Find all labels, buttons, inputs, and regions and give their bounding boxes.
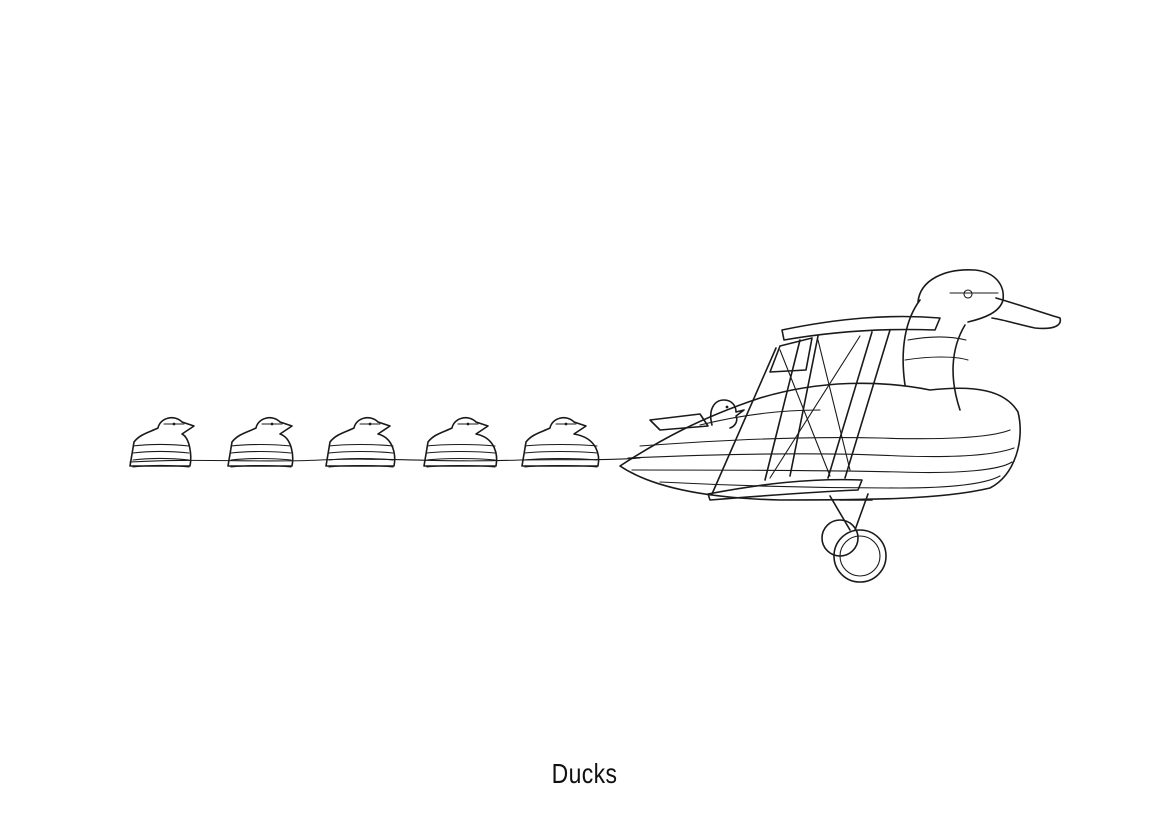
rigging-wire [780, 350, 830, 476]
body-stripe [628, 448, 1014, 458]
decoy-duck [326, 418, 395, 467]
duck-eye [964, 290, 972, 298]
wheel-rear [822, 520, 858, 556]
tail-fin [650, 414, 708, 430]
decoy-duck [522, 418, 599, 467]
upper-wing [782, 317, 940, 341]
wheel-hub [840, 536, 880, 576]
cockpit-rim [700, 410, 820, 425]
decoy-duck [130, 418, 194, 467]
rigging-wire [818, 340, 850, 470]
lower-wing [708, 480, 862, 500]
neck-stripe [905, 357, 968, 360]
decoy-duck [424, 418, 497, 467]
wheel-front [834, 530, 886, 582]
neck-stripe [908, 337, 966, 340]
wing-strut [790, 336, 818, 476]
decoy-ducks [130, 418, 599, 467]
duck-head [918, 270, 1003, 322]
wing-strut [712, 348, 776, 494]
duck-body-outline [620, 383, 1020, 500]
windshield [770, 338, 812, 372]
caption: Ducks [551, 758, 618, 789]
duck-beak [992, 298, 1060, 328]
wing-strut [845, 330, 890, 478]
landing-gear-strut [830, 494, 872, 530]
body-stripe [632, 462, 1012, 473]
duck-biplane [620, 270, 1060, 582]
decoy-duck [228, 418, 293, 467]
duck-neck [903, 300, 965, 410]
wing-strut [828, 332, 872, 478]
rigging-wire [770, 336, 860, 478]
wing-strut [765, 340, 800, 480]
body-stripe [660, 476, 1000, 488]
pilot-duck [711, 400, 744, 428]
body-stripe [640, 430, 1010, 446]
